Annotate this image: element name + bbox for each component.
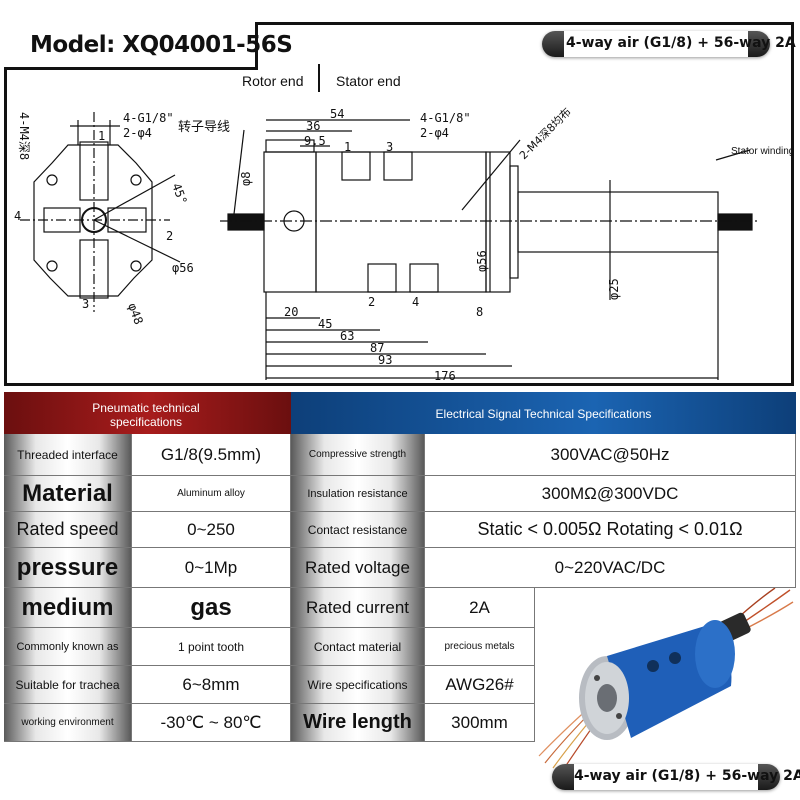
lv-holes-label: 2-φ4 bbox=[123, 126, 152, 140]
pn-label-environment: working environment bbox=[4, 704, 132, 742]
pn-label-commonly: Commonly known as bbox=[4, 628, 132, 666]
model-box bbox=[4, 22, 258, 70]
product-image bbox=[538, 588, 794, 770]
pn-value-commonly: 1 point tooth bbox=[132, 628, 291, 666]
lv-port-2: 2 bbox=[166, 229, 173, 243]
lv-ports-label: 4-G1/8" bbox=[123, 111, 174, 125]
drawing-frame bbox=[4, 22, 794, 386]
sv-dim-45: 45 bbox=[318, 317, 332, 331]
sv-dim-8: 8 bbox=[476, 305, 483, 319]
pn-label-threaded: Threaded interface bbox=[4, 434, 132, 476]
pn-value-material: Aluminum alloy bbox=[132, 476, 291, 512]
sv-mounting-holes: 2-M4深8均布 bbox=[517, 105, 574, 162]
el-label-wire-spec: Wire specifications bbox=[291, 666, 425, 704]
sv-dim-54: 54 bbox=[330, 107, 344, 121]
lv-bolt-label: 4-M4深8 bbox=[17, 112, 31, 160]
sv-dim-9-5: 9.5 bbox=[304, 134, 326, 148]
pn-value-pressure: 0~1Mp bbox=[132, 548, 291, 588]
spec-pill-bottom-text: 4-way air (G1/8) + 56-way 2A bbox=[574, 768, 800, 784]
pneumatic-header-text: Pneumatic technical specifications bbox=[92, 401, 200, 429]
rotor-flange bbox=[263, 151, 317, 293]
spec-pill-top-text: 4-way air (G1/8) + 56-way 2A bbox=[566, 35, 796, 51]
sv-dim-63: 63 bbox=[340, 329, 354, 343]
el-label-compressive: Compressive strength bbox=[291, 434, 425, 476]
sv-dim-87: 87 bbox=[370, 341, 384, 355]
pn-value-threaded: G1/8(9.5mm) bbox=[132, 434, 291, 476]
el-value-contact-res: Static < 0.005Ω Rotating < 0.01Ω bbox=[425, 512, 796, 548]
el-label-voltage: Rated voltage bbox=[291, 548, 425, 588]
pn-value-environment: -30℃ ~ 80℃ bbox=[132, 704, 291, 742]
el-label-contact-mat: Contact material bbox=[291, 628, 425, 666]
el-value-wire-length: 300mm bbox=[425, 704, 535, 742]
spec-pill-top: 4-way air (G1/8) + 56-way 2A bbox=[542, 31, 796, 57]
el-value-wire-spec: AWG26# bbox=[425, 666, 535, 704]
end-view-outline bbox=[33, 144, 153, 297]
lv-port-1: 1 bbox=[98, 129, 105, 143]
pn-label-trachea: Suitable for trachea bbox=[4, 666, 132, 704]
pn-value-medium: gas bbox=[132, 588, 291, 628]
el-label-insulation: Insulation resistance bbox=[291, 476, 425, 512]
sv-dim-phi56: φ56 bbox=[475, 250, 489, 272]
sv-ports-label: 4-G1/8" bbox=[420, 111, 471, 125]
lv-dia-bolt: φ48 bbox=[125, 301, 146, 326]
sv-dim-176: 176 bbox=[434, 369, 456, 383]
end-divider bbox=[318, 64, 320, 92]
el-label-contact-res: Contact resistance bbox=[291, 512, 425, 548]
sv-port-3: 3 bbox=[386, 140, 393, 154]
el-value-voltage: 0~220VAC/DC bbox=[425, 548, 796, 588]
lv-port-4: 4 bbox=[14, 209, 21, 223]
el-label-current: Rated current bbox=[291, 588, 425, 628]
spec-pill-bottom: 4-way air (G1/8) + 56-way 2A bbox=[552, 764, 800, 790]
pneumatic-header bbox=[4, 392, 291, 434]
sv-port-1: 1 bbox=[344, 140, 351, 154]
rotor-end-label: Rotor end bbox=[242, 73, 304, 89]
stator-end-label: Stator end bbox=[336, 73, 401, 89]
el-value-compressive: 300VAC@50Hz bbox=[425, 434, 796, 476]
electrical-header bbox=[291, 392, 796, 434]
lv-dia-outer: φ56 bbox=[172, 261, 194, 275]
technical-drawing: 4-G1/8" 2-φ4 4-M4深8 45° φ56 φ48 1 2 3 4 … bbox=[14, 105, 760, 383]
lv-port-3: 3 bbox=[82, 297, 89, 311]
rotor-wire-label: 转子导线 bbox=[178, 120, 231, 135]
electrical-header-text: Electrical Signal Technical Specificatio… bbox=[435, 407, 652, 421]
sv-dim-20: 20 bbox=[284, 305, 298, 319]
pn-label-pressure: pressure bbox=[4, 548, 132, 588]
sv-dim-93: 93 bbox=[378, 353, 392, 367]
el-value-insulation: 300MΩ@300VDC bbox=[425, 476, 796, 512]
model-title: Model: XQ04001-56S bbox=[30, 32, 293, 58]
sv-port-4: 4 bbox=[412, 295, 419, 309]
el-value-current: 2A bbox=[425, 588, 535, 628]
pn-label-material: Material bbox=[4, 476, 132, 512]
pn-label-speed: Rated speed bbox=[4, 512, 132, 548]
sv-port-2: 2 bbox=[368, 295, 375, 309]
lv-angle: 45° bbox=[169, 181, 190, 206]
pn-value-trachea: 6~8mm bbox=[132, 666, 291, 704]
sv-holes-label: 2-φ4 bbox=[420, 126, 449, 140]
sv-dim-8phi: φ8 bbox=[239, 172, 253, 186]
el-label-wire-length: Wire length bbox=[291, 704, 425, 742]
pn-value-speed: 0~250 bbox=[132, 512, 291, 548]
pn-label-medium: medium bbox=[4, 588, 132, 628]
stator-winding-label: Stator winding bbox=[731, 146, 795, 157]
sv-dim-phi25: φ25 bbox=[607, 278, 621, 300]
stator-shaft bbox=[517, 191, 719, 253]
el-value-contact-mat: precious metals bbox=[425, 628, 535, 666]
sv-dim-36: 36 bbox=[306, 119, 320, 133]
